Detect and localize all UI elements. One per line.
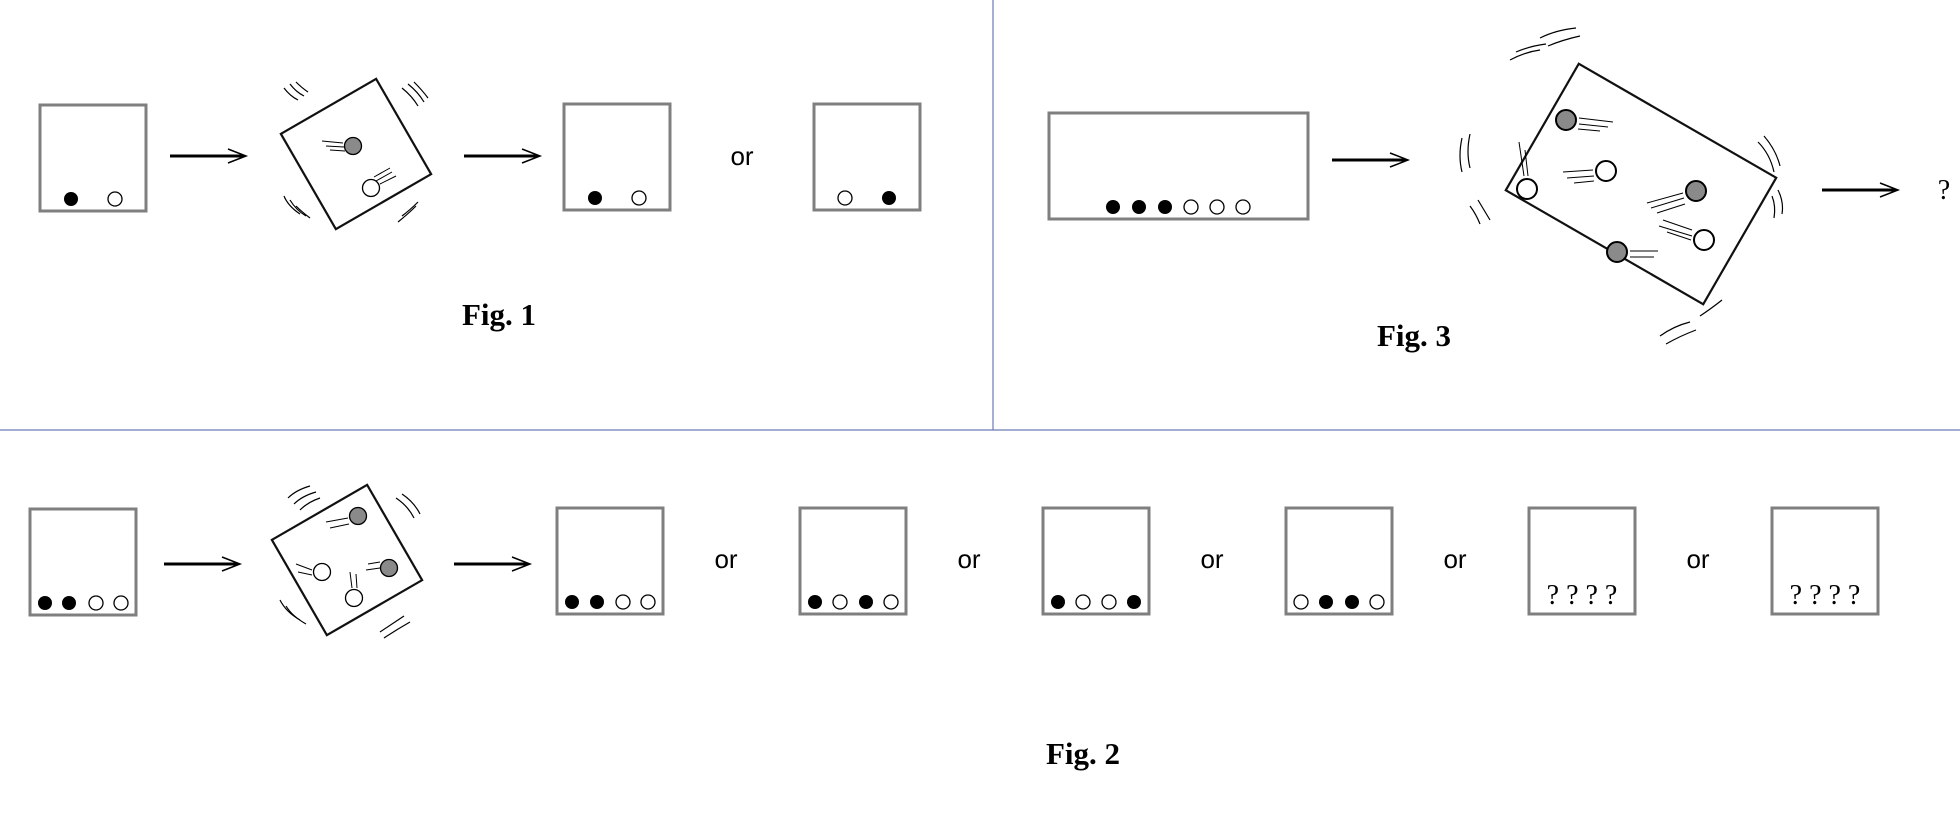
white-ball	[1183, 199, 1199, 215]
fig1-outcome-box-1	[562, 102, 672, 212]
white-ball	[1293, 594, 1309, 610]
fig1-caption: Fig. 1	[462, 297, 536, 332]
white-ball	[1075, 594, 1091, 610]
fig1-panel: or Fig. 1	[38, 77, 922, 332]
motion-lines	[295, 517, 381, 589]
gray-ball	[379, 558, 399, 578]
white-ball	[615, 594, 631, 610]
fig3-arrow-2	[1820, 181, 1900, 199]
fig2-panel: or or or or ? ? ? ? or	[28, 483, 1880, 771]
fig1-shaken-box	[279, 77, 433, 231]
white-ball	[1595, 160, 1617, 182]
white-ball	[361, 178, 381, 198]
black-ball	[62, 596, 76, 610]
or-label: or	[1443, 544, 1466, 574]
white-ball	[1235, 199, 1251, 215]
motion-lines	[321, 140, 397, 185]
gray-ball	[1685, 180, 1707, 202]
fig2-caption: Fig. 2	[1046, 736, 1120, 771]
black-ball	[38, 596, 52, 610]
black-ball	[808, 595, 822, 609]
black-ball	[1106, 200, 1120, 214]
shake-marks	[283, 81, 429, 223]
white-ball	[1369, 594, 1385, 610]
fig1-arrow-2	[462, 147, 542, 165]
black-ball	[1132, 200, 1146, 214]
fig3-shaken-box	[1459, 27, 1784, 345]
fig3-initial-box	[1047, 111, 1310, 221]
fig2-arrow-1	[162, 555, 242, 573]
black-ball	[1127, 595, 1141, 609]
fig2-initial-box	[28, 507, 138, 617]
black-ball	[565, 595, 579, 609]
or-label: or	[1686, 544, 1709, 574]
gray-ball	[348, 506, 368, 526]
fig2-outcome-box-6: ? ? ? ?	[1770, 506, 1880, 616]
white-ball	[883, 594, 899, 610]
black-ball	[588, 191, 602, 205]
fig2-outcome-box-3	[1041, 506, 1151, 616]
unknown-arrangement: ? ? ? ?	[1547, 580, 1618, 611]
white-ball	[312, 562, 332, 582]
black-ball	[64, 192, 78, 206]
fig3-arrow-1	[1330, 151, 1410, 169]
fig2-outcome-box-5: ? ? ? ?	[1527, 506, 1637, 616]
or-label: or	[714, 544, 737, 574]
black-ball	[882, 191, 896, 205]
white-ball	[1516, 178, 1538, 200]
white-ball	[1693, 229, 1715, 251]
black-ball	[1158, 200, 1172, 214]
fig2-shaken-box	[270, 483, 424, 639]
fig2-arrow-2	[452, 555, 532, 573]
fig1-initial-box	[38, 103, 148, 213]
fig2-outcome-box-2	[798, 506, 908, 616]
black-ball	[859, 595, 873, 609]
unknown-arrangement: ? ? ? ?	[1790, 580, 1861, 611]
shake-marks	[1459, 27, 1784, 345]
shake-marks	[279, 485, 421, 639]
gray-ball	[343, 136, 363, 156]
white-ball	[832, 594, 848, 610]
black-ball	[1345, 595, 1359, 609]
white-ball	[837, 190, 853, 206]
white-ball	[1101, 594, 1117, 610]
white-ball	[113, 595, 129, 611]
white-ball	[1209, 199, 1225, 215]
or-label: or	[957, 544, 980, 574]
white-ball	[344, 588, 364, 608]
white-ball	[107, 191, 123, 207]
or-label: or	[1200, 544, 1223, 574]
gray-ball	[1606, 241, 1628, 263]
fig2-outcome-box-4	[1284, 506, 1394, 616]
fig3-caption: Fig. 3	[1377, 318, 1451, 353]
white-ball	[88, 595, 104, 611]
fig2-outcome-box-1	[555, 506, 665, 616]
result-question-mark: ?	[1938, 175, 1950, 206]
white-ball	[631, 190, 647, 206]
fig1-arrow-1	[168, 147, 248, 165]
black-ball	[1051, 595, 1065, 609]
fig1-outcome-box-2	[812, 102, 922, 212]
motion-lines	[1518, 117, 1693, 258]
gray-ball	[1555, 109, 1577, 131]
white-ball	[640, 594, 656, 610]
black-ball	[590, 595, 604, 609]
or-label: or	[730, 141, 753, 171]
fig3-panel: ? Fig. 3	[1047, 27, 1950, 353]
black-ball	[1319, 595, 1333, 609]
